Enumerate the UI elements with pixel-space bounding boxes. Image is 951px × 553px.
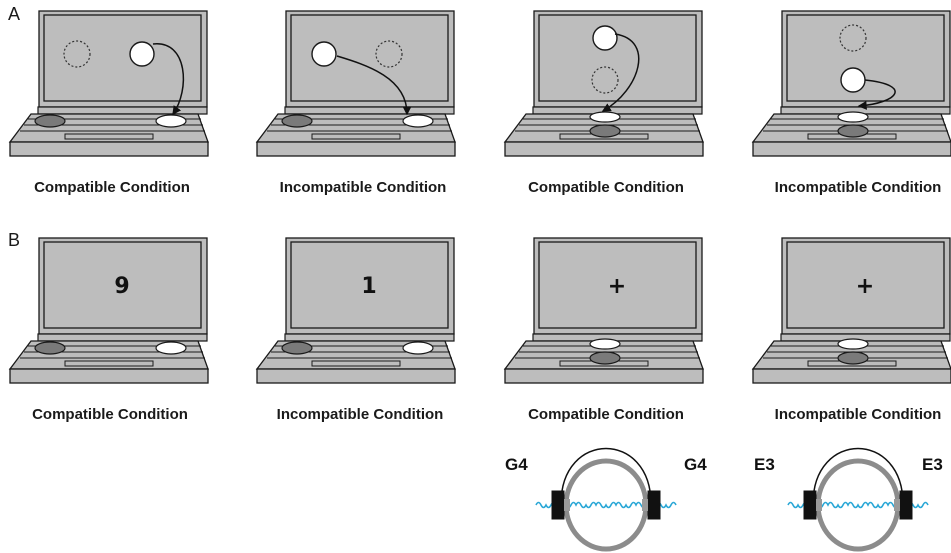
left-ear-cup xyxy=(551,490,565,520)
stimulus-circle xyxy=(129,41,155,67)
top-response-key xyxy=(589,338,621,350)
target-location-circle xyxy=(591,66,619,94)
laptop-b1: 9 xyxy=(8,237,209,384)
laptop-a3 xyxy=(503,10,704,157)
response-arrow xyxy=(336,55,412,116)
touchpad xyxy=(64,360,154,367)
right-ear-pad xyxy=(642,499,648,511)
laptop-hinge xyxy=(532,106,703,115)
top-response-key xyxy=(837,338,869,350)
headband xyxy=(812,447,904,505)
left-ear-pad xyxy=(816,499,822,511)
bottom-response-key xyxy=(589,351,621,365)
touchpad xyxy=(311,133,401,140)
top-response-key xyxy=(837,111,869,123)
left-response-key xyxy=(281,341,313,355)
note-left-2: E3 xyxy=(754,455,775,474)
response-arrow xyxy=(857,79,896,110)
target-location-circle xyxy=(375,40,403,68)
laptop-front-edge xyxy=(752,368,951,384)
left-ear-cup xyxy=(803,490,817,520)
note-right-1: G4 xyxy=(684,455,707,474)
note-right-2: E3 xyxy=(922,455,943,474)
touchpad xyxy=(64,133,154,140)
bottom-response-key xyxy=(837,124,869,138)
laptop-front-edge xyxy=(752,141,951,157)
right-response-key xyxy=(155,341,187,355)
laptop-a4 xyxy=(751,10,951,157)
screen-stimulus: 1 xyxy=(361,274,376,299)
note-left-1: G4 xyxy=(505,455,528,474)
headband xyxy=(560,447,652,505)
panel-a-label: A xyxy=(8,4,20,24)
stimulus-circle xyxy=(592,25,618,51)
screen-stimulus: + xyxy=(608,274,626,299)
right-ear-cup xyxy=(647,490,661,520)
caption-b4: Incompatible Condition xyxy=(775,406,942,423)
laptop-front-edge xyxy=(504,141,704,157)
panel-b-label: B xyxy=(8,230,20,250)
left-response-key xyxy=(34,114,66,128)
laptop-b3: + xyxy=(503,237,704,384)
target-location-circle xyxy=(63,40,91,68)
laptop-b2: 1 xyxy=(255,237,456,384)
laptop-screen xyxy=(786,241,945,329)
right-response-key xyxy=(155,114,187,128)
laptop-b4: + xyxy=(751,237,951,384)
laptop-hinge xyxy=(37,106,208,115)
laptop-front-edge xyxy=(504,368,704,384)
target-location-circle xyxy=(839,24,867,52)
laptop-hinge xyxy=(284,333,455,342)
top-response-key xyxy=(589,111,621,123)
response-arrow xyxy=(601,33,640,112)
caption-a1: Compatible Condition xyxy=(34,179,190,196)
laptop-front-edge xyxy=(256,368,456,384)
laptop-screen xyxy=(290,241,449,329)
laptop-screen xyxy=(786,14,945,102)
caption-a3: Compatible Condition xyxy=(528,179,684,196)
left-response-key xyxy=(281,114,313,128)
laptop-hinge xyxy=(532,333,703,342)
laptop-a2 xyxy=(255,10,456,157)
laptop-hinge xyxy=(284,106,455,115)
right-ear-cup xyxy=(899,490,913,520)
laptop-hinge xyxy=(780,106,951,115)
bottom-response-key xyxy=(589,124,621,138)
touchpad xyxy=(311,360,401,367)
laptop-screen xyxy=(538,241,697,329)
stimulus-circle xyxy=(840,67,866,93)
bottom-response-key xyxy=(837,351,869,365)
laptop-hinge xyxy=(780,333,951,342)
headphones-2: E3 E3 xyxy=(754,447,943,552)
laptop-front-edge xyxy=(9,368,209,384)
laptop-front-edge xyxy=(256,141,456,157)
caption-a4: Incompatible Condition xyxy=(775,179,942,196)
caption-b3: Compatible Condition xyxy=(528,406,684,423)
screen-stimulus: 9 xyxy=(114,274,129,299)
headphones-1: G4 G4 xyxy=(505,447,707,552)
stimulus-circle xyxy=(311,41,337,67)
caption-a2: Incompatible Condition xyxy=(280,179,447,196)
caption-b2: Incompatible Condition xyxy=(277,406,444,423)
left-ear-pad xyxy=(564,499,570,511)
laptop-screen xyxy=(43,241,202,329)
screen-stimulus: + xyxy=(856,274,874,299)
laptop-screen xyxy=(538,14,697,102)
caption-b1: Compatible Condition xyxy=(32,406,188,423)
response-arrow xyxy=(152,43,185,116)
laptop-hinge xyxy=(37,333,208,342)
left-response-key xyxy=(34,341,66,355)
laptop-front-edge xyxy=(9,141,209,157)
right-response-key xyxy=(402,114,434,128)
right-ear-pad xyxy=(894,499,900,511)
laptop-a1 xyxy=(8,10,209,157)
right-response-key xyxy=(402,341,434,355)
